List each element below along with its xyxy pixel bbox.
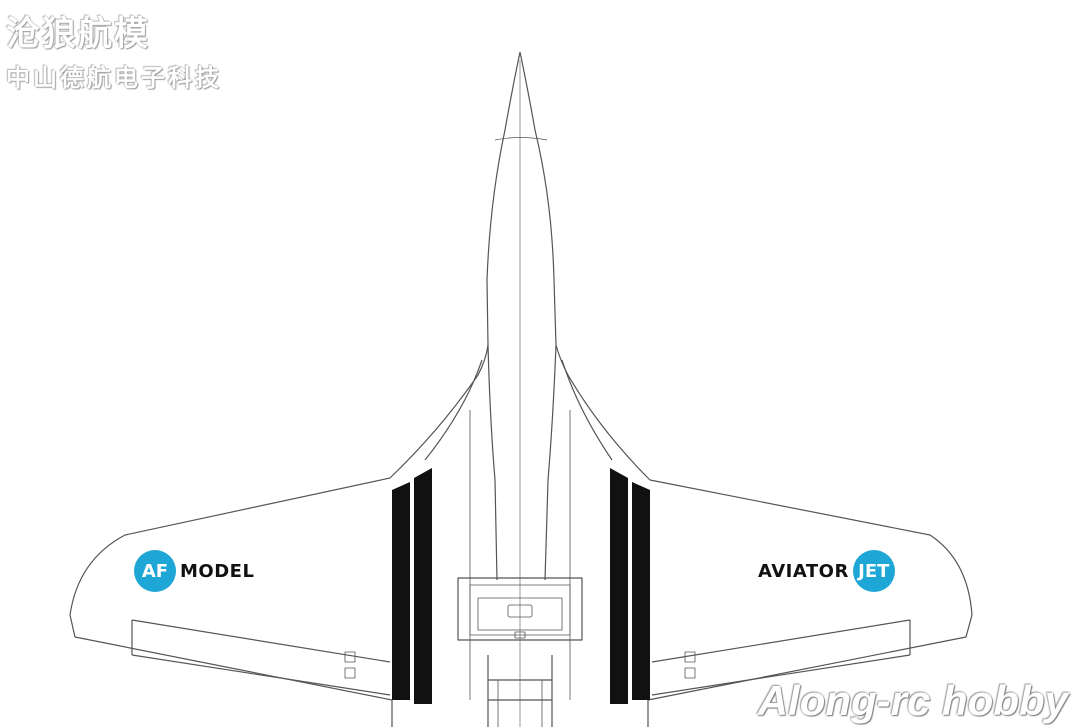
aileron-left — [131, 619, 391, 696]
model-text: MODEL — [180, 560, 255, 582]
watermark-subtitle: 中山德航电子科技 — [6, 64, 222, 92]
fuselage-outline — [486, 51, 557, 581]
wing-stripes — [392, 468, 650, 704]
aviator-jet-logo: AVIATOR JET — [758, 550, 895, 592]
jet-badge: JET — [852, 550, 895, 592]
strake-outline — [389, 344, 651, 481]
aviator-text: AVIATOR — [758, 560, 849, 582]
wing-outline — [69, 477, 973, 701]
trailing-edge — [391, 700, 649, 727]
af-model-logo: AF MODEL — [134, 550, 254, 592]
watermark-title: 沧狼航模 — [6, 14, 150, 54]
hatch-panel — [457, 577, 583, 641]
watermark-corner: Along-rc hobby — [757, 677, 1068, 724]
af-badge: AF — [134, 550, 176, 592]
